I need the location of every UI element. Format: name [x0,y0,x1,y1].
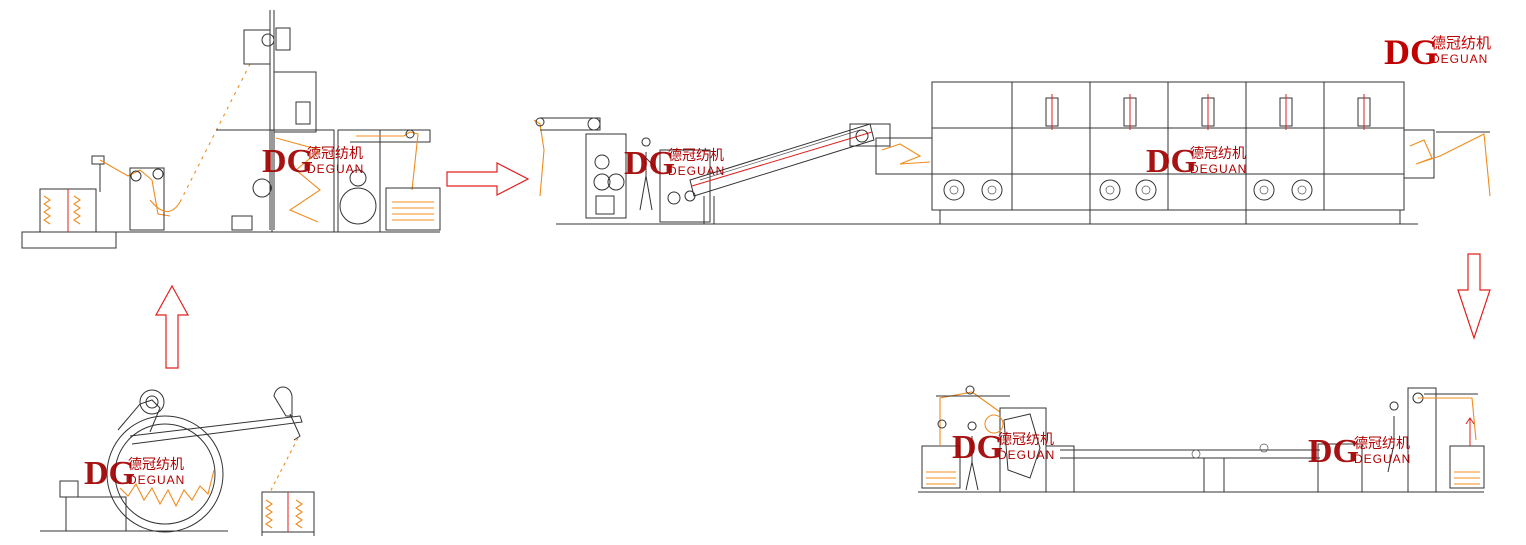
svg-text:DG: DG [84,455,135,492]
svg-text:DEGUAN: DEGUAN [1354,452,1411,466]
svg-text:DEGUAN: DEGUAN [128,473,185,487]
svg-text:DG: DG [262,143,313,180]
svg-text:DG: DG [952,429,1003,466]
brand-logo: DG 德冠纺机 DEGUAN [1384,32,1491,72]
svg-text:德冠纺机: 德冠纺机 [307,146,363,162]
logo-english-name: DEGUAN [1431,52,1488,66]
svg-text:DEGUAN: DEGUAN [1190,162,1247,176]
flow-arrow-right [446,162,530,196]
watermark-batch-unwinder: DG 德冠纺机 DEGUAN [84,455,185,492]
watermark-drying-oven: DG 德冠纺机 DEGUAN [1146,143,1247,180]
svg-text:DG: DG [1308,433,1359,470]
machine-padding-squeezer [21,10,441,249]
svg-text:德冠纺机: 德冠纺机 [668,148,724,164]
svg-text:DG: DG [1146,143,1197,180]
flow-arrow-up [154,284,190,369]
watermark-rolling-line-right: DG 德冠纺机 DEGUAN [1308,433,1411,470]
watermark-feeder-conveyor: DG 德冠纺机 DEGUAN [624,145,725,182]
machine-feeder-conveyor [533,117,1418,225]
svg-text:德冠纺机: 德冠纺机 [128,457,184,473]
svg-text:德冠纺机: 德冠纺机 [998,432,1054,448]
logo-chinese-name: 德冠纺机 [1431,34,1491,52]
svg-text:DG: DG [624,145,675,182]
flow-arrow-down [1457,253,1491,340]
machine-batch-unwinder [40,386,315,536]
svg-text:DEGUAN: DEGUAN [307,162,364,176]
svg-text:德冠纺机: 德冠纺机 [1354,436,1410,452]
svg-text:DEGUAN: DEGUAN [668,164,725,178]
machine-drying-oven [875,81,1491,224]
svg-text:德冠纺机: 德冠纺机 [1190,146,1246,162]
svg-text:DEGUAN: DEGUAN [998,448,1055,462]
watermark-padding-squeezer: DG 德冠纺机 DEGUAN [262,143,364,180]
machine-rolling-line [918,385,1485,493]
watermark-rolling-line-left: DG 德冠纺机 DEGUAN [952,429,1055,466]
logo-letters: DG [1384,32,1438,72]
